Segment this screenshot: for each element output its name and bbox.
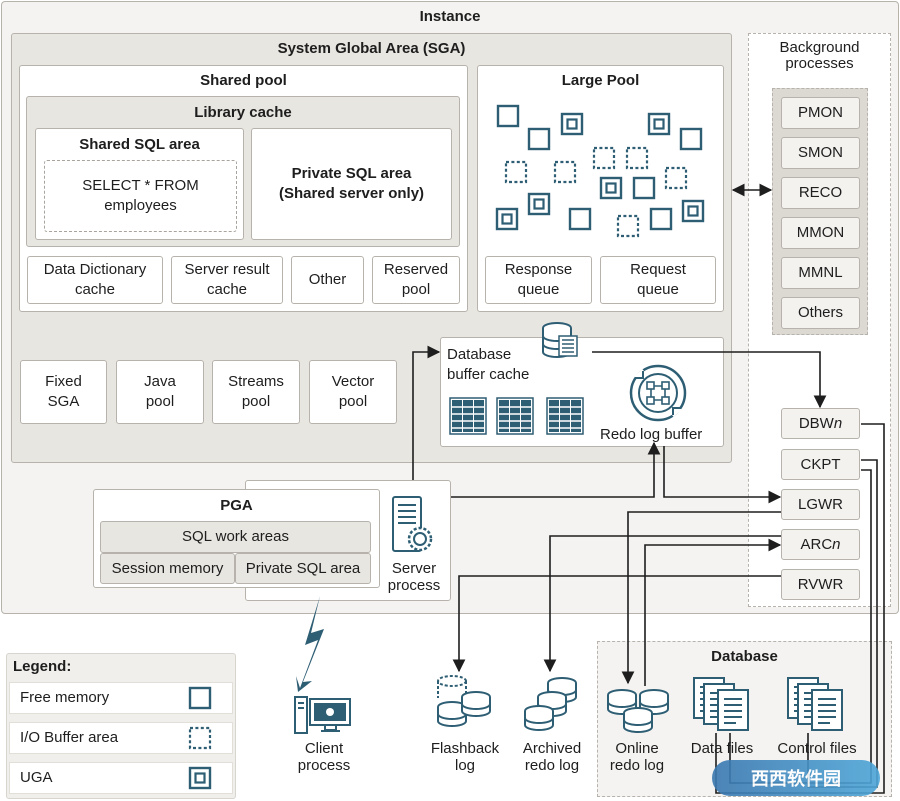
- reserved-pool: Reserved pool: [372, 256, 460, 304]
- process-reco: RECO: [781, 177, 860, 209]
- archived-redo-log-label: Archived redo log: [522, 740, 582, 774]
- process-mmon: MMON: [781, 217, 860, 249]
- shared-sql-area-title: Shared SQL area: [79, 136, 200, 153]
- client-process-label: Client process: [297, 740, 351, 774]
- process-others: Others: [781, 297, 860, 329]
- redo-log-buffer-icon: [629, 364, 687, 422]
- server-process-icon: [392, 496, 433, 552]
- database-buffer-cache-label: Database buffer cache: [447, 346, 530, 383]
- control-files-label: Control files: [777, 740, 857, 757]
- archived-redo-log-icon: [524, 677, 577, 731]
- process-mmnl: MMNL: [781, 257, 860, 289]
- response-queue: Response queue: [485, 256, 592, 304]
- pga-private-sql-area: Private SQL area: [235, 553, 371, 584]
- legend-title: Legend:: [13, 658, 72, 675]
- legend-io-buffer-swatch: [188, 726, 212, 750]
- database-title: Database: [711, 648, 778, 665]
- process-ckpt: CKPT: [781, 449, 860, 480]
- lightning-bolt-icon: [296, 596, 324, 692]
- large-pool-squares: [495, 104, 705, 238]
- session-memory: Session memory: [100, 553, 235, 584]
- buffer-block-2: [496, 397, 534, 435]
- background-processes-group: [772, 88, 868, 335]
- flashback-log-label: Flashback log: [430, 740, 500, 774]
- fixed-sga: Fixed SGA: [20, 360, 107, 424]
- library-cache-title: Library cache: [194, 104, 292, 121]
- legend-label-io-buffer: I/O Buffer area: [20, 729, 119, 746]
- online-redo-log-icon: [607, 689, 669, 733]
- online-redo-log-label: Online redo log: [609, 740, 665, 774]
- pga-title: PGA: [220, 497, 253, 514]
- server-process-label: Server process: [387, 560, 441, 594]
- client-computer-icon: [294, 696, 351, 734]
- shared-sql-area-box: [35, 128, 244, 240]
- vector-pool: Vector pool: [309, 360, 397, 424]
- buffer-cache-database-icon: [542, 322, 578, 358]
- data-files-icon: [693, 677, 749, 731]
- other-cell: Other: [291, 256, 364, 304]
- buffer-block-1: [449, 397, 487, 435]
- control-files-icon: [787, 677, 843, 731]
- data-files-label: Data files: [690, 740, 754, 757]
- private-sql-area: Private SQL area (Shared server only): [251, 128, 452, 240]
- legend-uga-swatch: [188, 766, 212, 790]
- background-processes-title: Background processes: [779, 39, 860, 72]
- java-pool: Java pool: [116, 360, 204, 424]
- process-pmon: PMON: [781, 97, 860, 129]
- request-queue: Request queue: [600, 256, 716, 304]
- process-smon: SMON: [781, 137, 860, 169]
- shared-pool-title: Shared pool: [200, 72, 287, 89]
- legend-free-memory-swatch: [188, 686, 212, 710]
- sql-statement: SELECT * FROM employees: [44, 160, 237, 232]
- legend-label-free-memory: Free memory: [20, 689, 110, 706]
- process-lgwr: LGWR: [781, 489, 860, 520]
- large-pool-title: Large Pool: [561, 72, 640, 89]
- data-dictionary-cache: Data Dictionary cache: [27, 256, 163, 304]
- server-result-cache: Server result cache: [171, 256, 283, 304]
- legend-label-uga: UGA: [20, 769, 53, 786]
- redo-log-buffer-label: Redo log buffer: [600, 426, 703, 443]
- process-rvwr: RVWR: [781, 569, 860, 600]
- sql-work-areas: SQL work areas: [100, 521, 371, 553]
- streams-pool: Streams pool: [212, 360, 300, 424]
- sga-title: System Global Area (SGA): [277, 40, 466, 57]
- flashback-log-icon: [437, 675, 491, 727]
- watermark: 西西软件园: [712, 760, 880, 796]
- instance-title: Instance: [419, 8, 481, 25]
- buffer-block-3: [546, 397, 584, 435]
